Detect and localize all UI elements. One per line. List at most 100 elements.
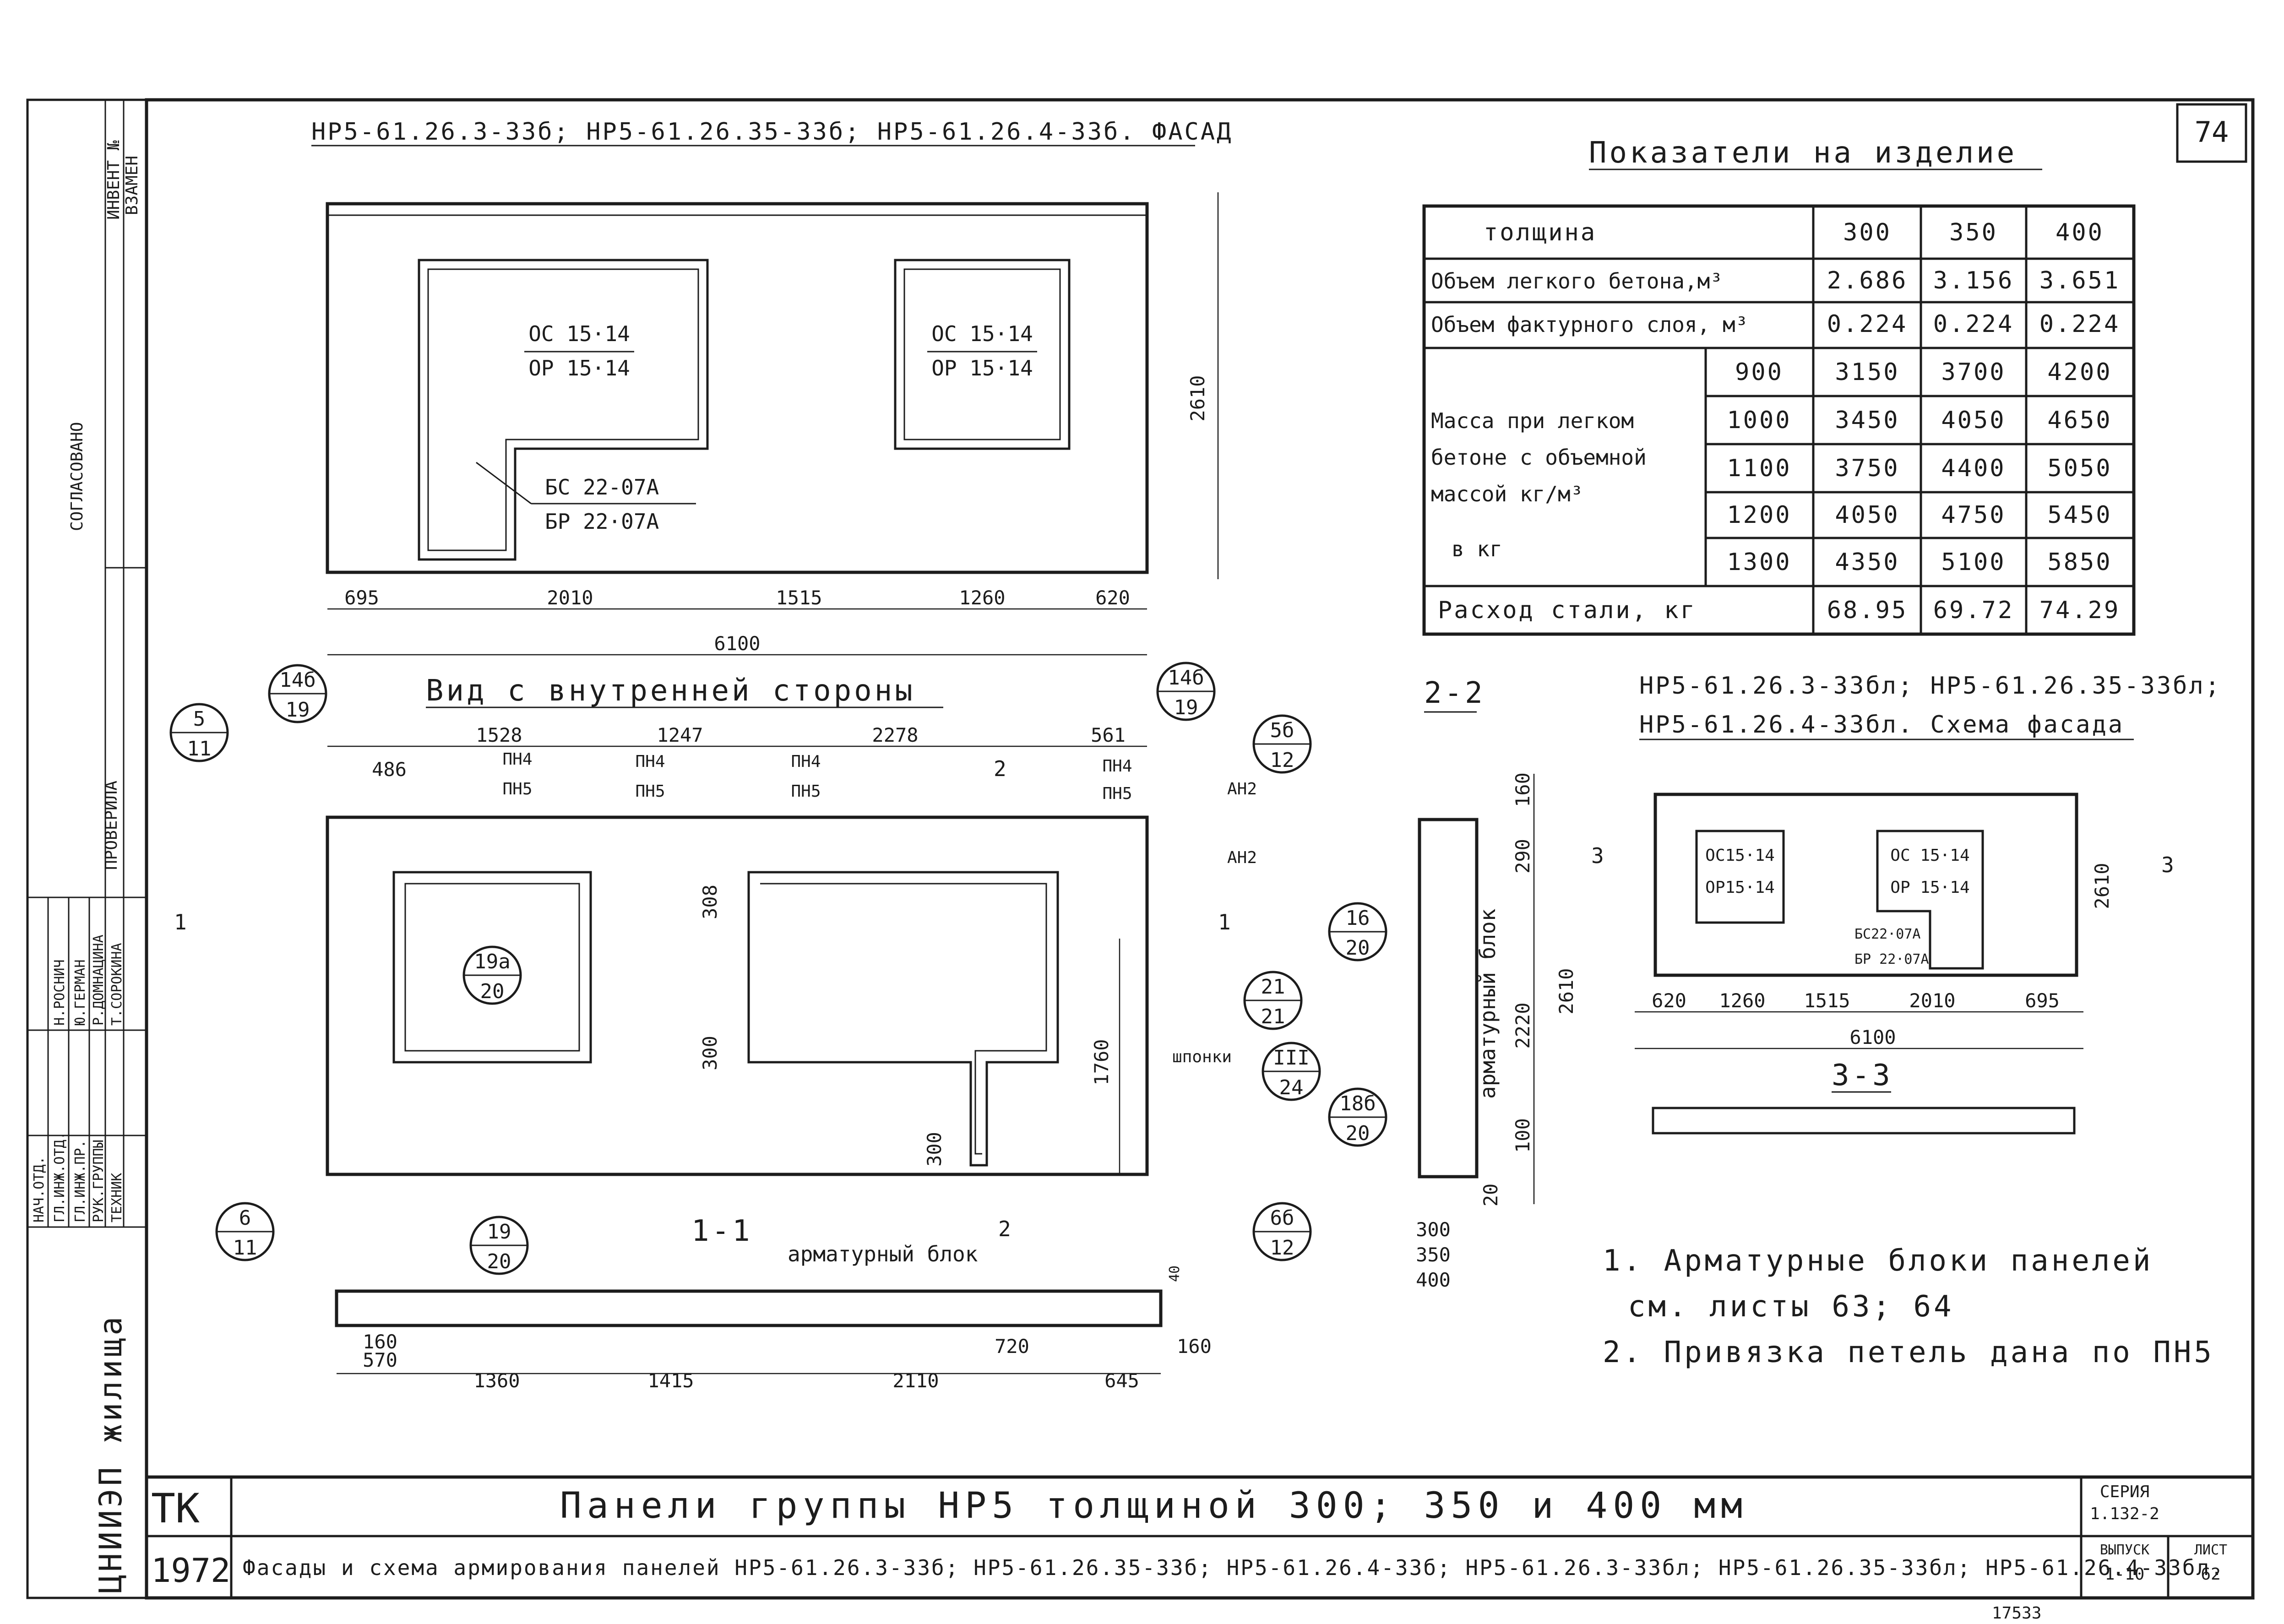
row-vol-light-label: Объем легкого бетона,м³ xyxy=(1431,269,1723,293)
svg-text:III: III xyxy=(1273,1046,1309,1070)
facade-window xyxy=(894,259,1071,450)
bubble-21-21: 21 21 xyxy=(1243,971,1303,1030)
mass-label-4: в кг xyxy=(1452,537,1502,561)
notes: 1. Арматурные блоки панелей см. листы 63… xyxy=(1603,1244,2214,1369)
th-400: 400 xyxy=(2056,219,2104,246)
row-vol-facing-350: 0.224 xyxy=(1933,310,2014,338)
sec11-dim-3: 1415 xyxy=(647,1369,694,1392)
bubble-16-20: 16 20 xyxy=(1328,902,1387,961)
note-1a: 1. Арматурные блоки панелей xyxy=(1603,1244,2153,1278)
facade-title: НР5-61.26.3-33б; НР5-61.26.35-33б; НР5-6… xyxy=(311,118,1233,146)
mass-1100-400: 5050 xyxy=(2047,455,2112,482)
sec11-160b: 160 xyxy=(1177,1335,1212,1358)
section-22-title: 2-2 xyxy=(1424,676,1485,710)
mass-900-350: 3700 xyxy=(1941,358,2006,386)
schema-facade: НР5-61.26.3-33бл; НР5-61.26.35-33бл; НР5… xyxy=(1591,672,2219,1135)
schema-door-top: БС22·07А xyxy=(1854,926,1921,942)
dim-300b: 300 xyxy=(923,1132,946,1167)
svg-text:5: 5 xyxy=(193,707,206,731)
vzamen-label: ВЗАМЕН xyxy=(123,156,141,215)
facade-view: НР5-61.26.3-33б; НР5-61.26.35-33б; НР5-6… xyxy=(311,118,1233,656)
person-3: Р.ДОМНАЦИНА xyxy=(91,934,107,1026)
table-frame xyxy=(1422,204,2136,636)
svg-text:20: 20 xyxy=(1346,1122,1370,1145)
schema-dim-5: 695 xyxy=(2025,989,2060,1012)
sec11-160a: 160 xyxy=(363,1331,397,1353)
svg-text:21: 21 xyxy=(1261,1005,1285,1028)
row-vol-light-350: 3.156 xyxy=(1933,267,2014,294)
door-leader xyxy=(476,462,532,505)
mass-1200-300: 4050 xyxy=(1835,501,1899,529)
facade-dim-3: 1515 xyxy=(776,587,822,609)
note-2: 2. Привязка петель дана по ПН5 xyxy=(1603,1336,2214,1369)
row-steel-350: 69.72 xyxy=(1933,597,2014,624)
ah2-side: АН2 xyxy=(1227,848,1257,867)
sec11-dim-1: 570 xyxy=(363,1349,397,1371)
bubble-14b-19-right: 14б 19 xyxy=(1156,662,1216,721)
mass-label-1: Масса при легком xyxy=(1431,408,1634,433)
schema-height: 2610 xyxy=(2091,863,2113,909)
sec22-dim-100: 100 xyxy=(1512,1118,1534,1153)
sec11-720: 720 xyxy=(995,1335,1029,1358)
bubble-19a-20: 19а 20 xyxy=(462,945,522,1005)
section-22-profile xyxy=(1418,818,1479,1179)
facade-dim-5: 620 xyxy=(1095,587,1130,609)
svg-text:21: 21 xyxy=(1261,975,1285,999)
mass-density-1000: 1000 xyxy=(1727,407,1791,434)
schema-total: 6100 xyxy=(1849,1026,1896,1048)
dim-300a: 300 xyxy=(699,1036,721,1070)
bottom-stamp: 17533 xyxy=(1992,1604,2041,1623)
svg-text:6б: 6б xyxy=(1270,1206,1294,1230)
svg-text:11: 11 xyxy=(233,1236,257,1260)
inner-view-title: Вид с внутренней стороны xyxy=(426,674,915,708)
callout-bubbles: 5 11 14б 19 14б 19 5б 12 19а 20 21 21 xyxy=(169,662,1321,1275)
sub-title: Фасады и схема армирования панелей НР5-6… xyxy=(243,1555,2224,1580)
series-label: СЕРИЯ xyxy=(2100,1483,2149,1501)
inner-window-frame xyxy=(404,883,580,1052)
soglasovano-label: СОГЛАСОВАНО xyxy=(68,422,87,531)
loop1-bottom: ПН5 xyxy=(635,782,665,801)
schema-w2-bottom: ОР 15·14 xyxy=(1890,878,1969,897)
mass-density-1300: 1300 xyxy=(1727,549,1791,576)
bubble-18b-20: 18б 20 xyxy=(1328,1087,1387,1147)
bubble-III-24: III 24 xyxy=(1262,1042,1321,1101)
svg-text:12: 12 xyxy=(1270,749,1294,772)
bubble-6-11: 6 11 xyxy=(215,1202,275,1261)
schema-dim-2: 1260 xyxy=(1719,989,1765,1012)
schema-dim-4: 2010 xyxy=(1909,989,1955,1012)
section-1-right: 1 xyxy=(1218,910,1231,934)
mass-1100-350: 4400 xyxy=(1941,455,2006,482)
role-tehnik: ТЕХНИК xyxy=(109,1173,125,1222)
schema-dim-1: 620 xyxy=(1652,989,1686,1012)
issue-value: 1-10 xyxy=(2105,1565,2145,1584)
svg-text:12: 12 xyxy=(1270,1236,1294,1260)
ah2-top: АН2 xyxy=(1227,780,1257,798)
svg-text:24: 24 xyxy=(1279,1076,1304,1099)
mass-density-1200: 1200 xyxy=(1727,501,1791,529)
row-vol-light-300: 2.686 xyxy=(1827,267,1908,294)
bubble-19-20: 19 20 xyxy=(469,1216,529,1275)
svg-text:20: 20 xyxy=(1346,936,1370,960)
dim-308: 308 xyxy=(699,885,721,919)
section-11-label: арматурный блок xyxy=(788,1242,978,1266)
mass-1300-300: 4350 xyxy=(1835,549,1899,576)
mass-1300-400: 5850 xyxy=(2047,549,2112,576)
schema-dim-3: 1515 xyxy=(1804,989,1850,1012)
svg-text:6: 6 xyxy=(239,1206,251,1230)
schema-mark-left: 3 xyxy=(1591,843,1604,868)
dim-1760: 1760 xyxy=(1090,1039,1113,1085)
facade-panel xyxy=(326,202,1149,574)
table-title: Показатели на изделие xyxy=(1589,136,2017,170)
sec11-dim-4: 2110 xyxy=(892,1369,939,1392)
mass-1000-350: 4050 xyxy=(1941,407,2006,434)
section-2-2: 2-2 160 290 2220 100 20 2610 арматурный … xyxy=(1328,676,1577,1291)
mass-1300-350: 5100 xyxy=(1941,549,2006,576)
door-top-label: БС 22-07А xyxy=(545,475,659,500)
sec22-thk-400: 400 xyxy=(1416,1269,1451,1291)
inner-top-dim-1: 486 xyxy=(372,758,407,781)
door-bottom-label: БР 22·07А xyxy=(545,509,659,534)
sec11-dim-2: 1360 xyxy=(473,1369,520,1392)
bubble-5b-12: 5б 12 xyxy=(1252,714,1312,774)
invent-label: ИНВЕНТ № xyxy=(104,140,123,220)
mass-label-2: бетоне с объемной xyxy=(1431,445,1647,470)
